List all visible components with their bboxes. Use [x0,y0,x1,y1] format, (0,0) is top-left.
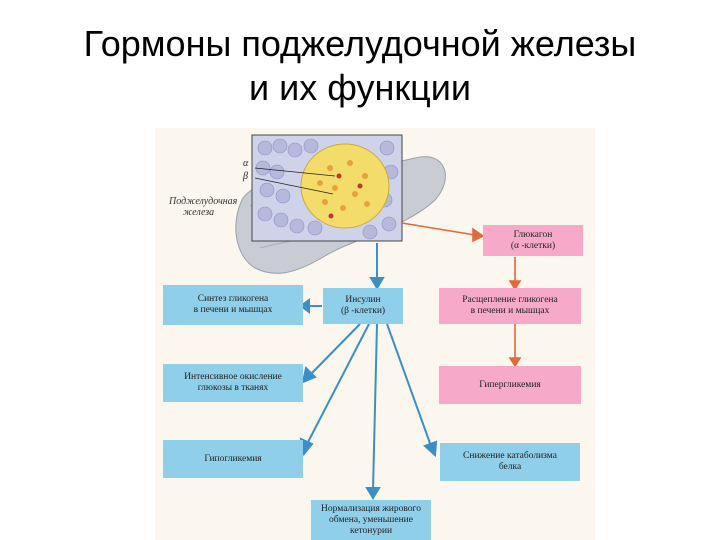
protein-catabolism-box: Снижение катаболизма белка [440,443,580,481]
diagram-graphics [235,134,522,500]
glucagon-line-2: (α -клетки) [510,240,556,251]
protein-catabolism-line-1: Снижение катаболизма [463,451,557,461]
slide-title-line-1: Гормоны поджелудочной железы [83,23,637,64]
fat-metabolism-line-1: Нормализация жирового [321,503,421,514]
hypoglycemia-box: Гипогликемия [163,440,303,478]
alpha-cell-label: α [243,158,249,169]
glucose-oxidation-box: Интенсивное окисление глюкозы в тканях [163,364,303,402]
fat-metabolism-box: Нормализация жирового обмена, уменьшение… [311,500,431,540]
insulin-line-1: Инсулин [345,295,381,305]
glycogen-synthesis-line-1: Синтез гликогена [197,294,269,304]
hormone-diagram: α β Поджелудочная железа Глюкагон (α -кл… [155,128,595,540]
glycogen-breakdown-line-2: в печени и мышцах [470,306,550,316]
glucagon-arrows [401,222,522,368]
hyperglycemia-line-1: Гипергликемия [479,379,541,390]
protein-catabolism-line-2: белка [498,462,522,472]
beta-cell-label: β [243,171,248,182]
pancreas-label: Поджелудочная железа [169,196,237,218]
fat-metabolism-line-3: кетонурии [349,525,393,536]
insulin-line-2: (β -клетки) [340,306,386,316]
glucagon-box: Глюкагон (α -клетки) [483,225,583,256]
glycogen-synthesis-line-2: в печени и мышцах [193,305,273,315]
glycogen-breakdown-line-1: Расщепление гликогена [462,295,558,305]
glucagon-line-1: Глюкагон [513,229,553,240]
fat-metabolism-line-2: обмена, уменьшение [329,514,413,525]
slide-title: Гормоны поджелудочной железы и их функци… [0,22,720,110]
glucose-oxidation-line-1: Интенсивное окисление [184,372,282,382]
pancreas-label-line-1: Поджелудочная [169,196,238,207]
glycogen-breakdown-box: Расщепление гликогена в печени и мышцах [439,288,581,324]
glucose-oxidation-line-2: глюкозы в тканях [197,383,269,393]
islet-microscopy-inset [251,134,403,242]
pancreas-label-line-2: железа [183,207,215,218]
slide-title-line-2: и их функции [249,67,471,108]
insulin-box: Инсулин (β -клетки) [323,288,403,324]
glycogen-synthesis-box: Синтез гликогена в печени и мышцах [163,285,303,325]
hyperglycemia-box: Гипергликемия [439,366,581,404]
insulin-arrows [299,243,438,500]
hypoglycemia-line-1: Гипогликемия [204,453,262,464]
